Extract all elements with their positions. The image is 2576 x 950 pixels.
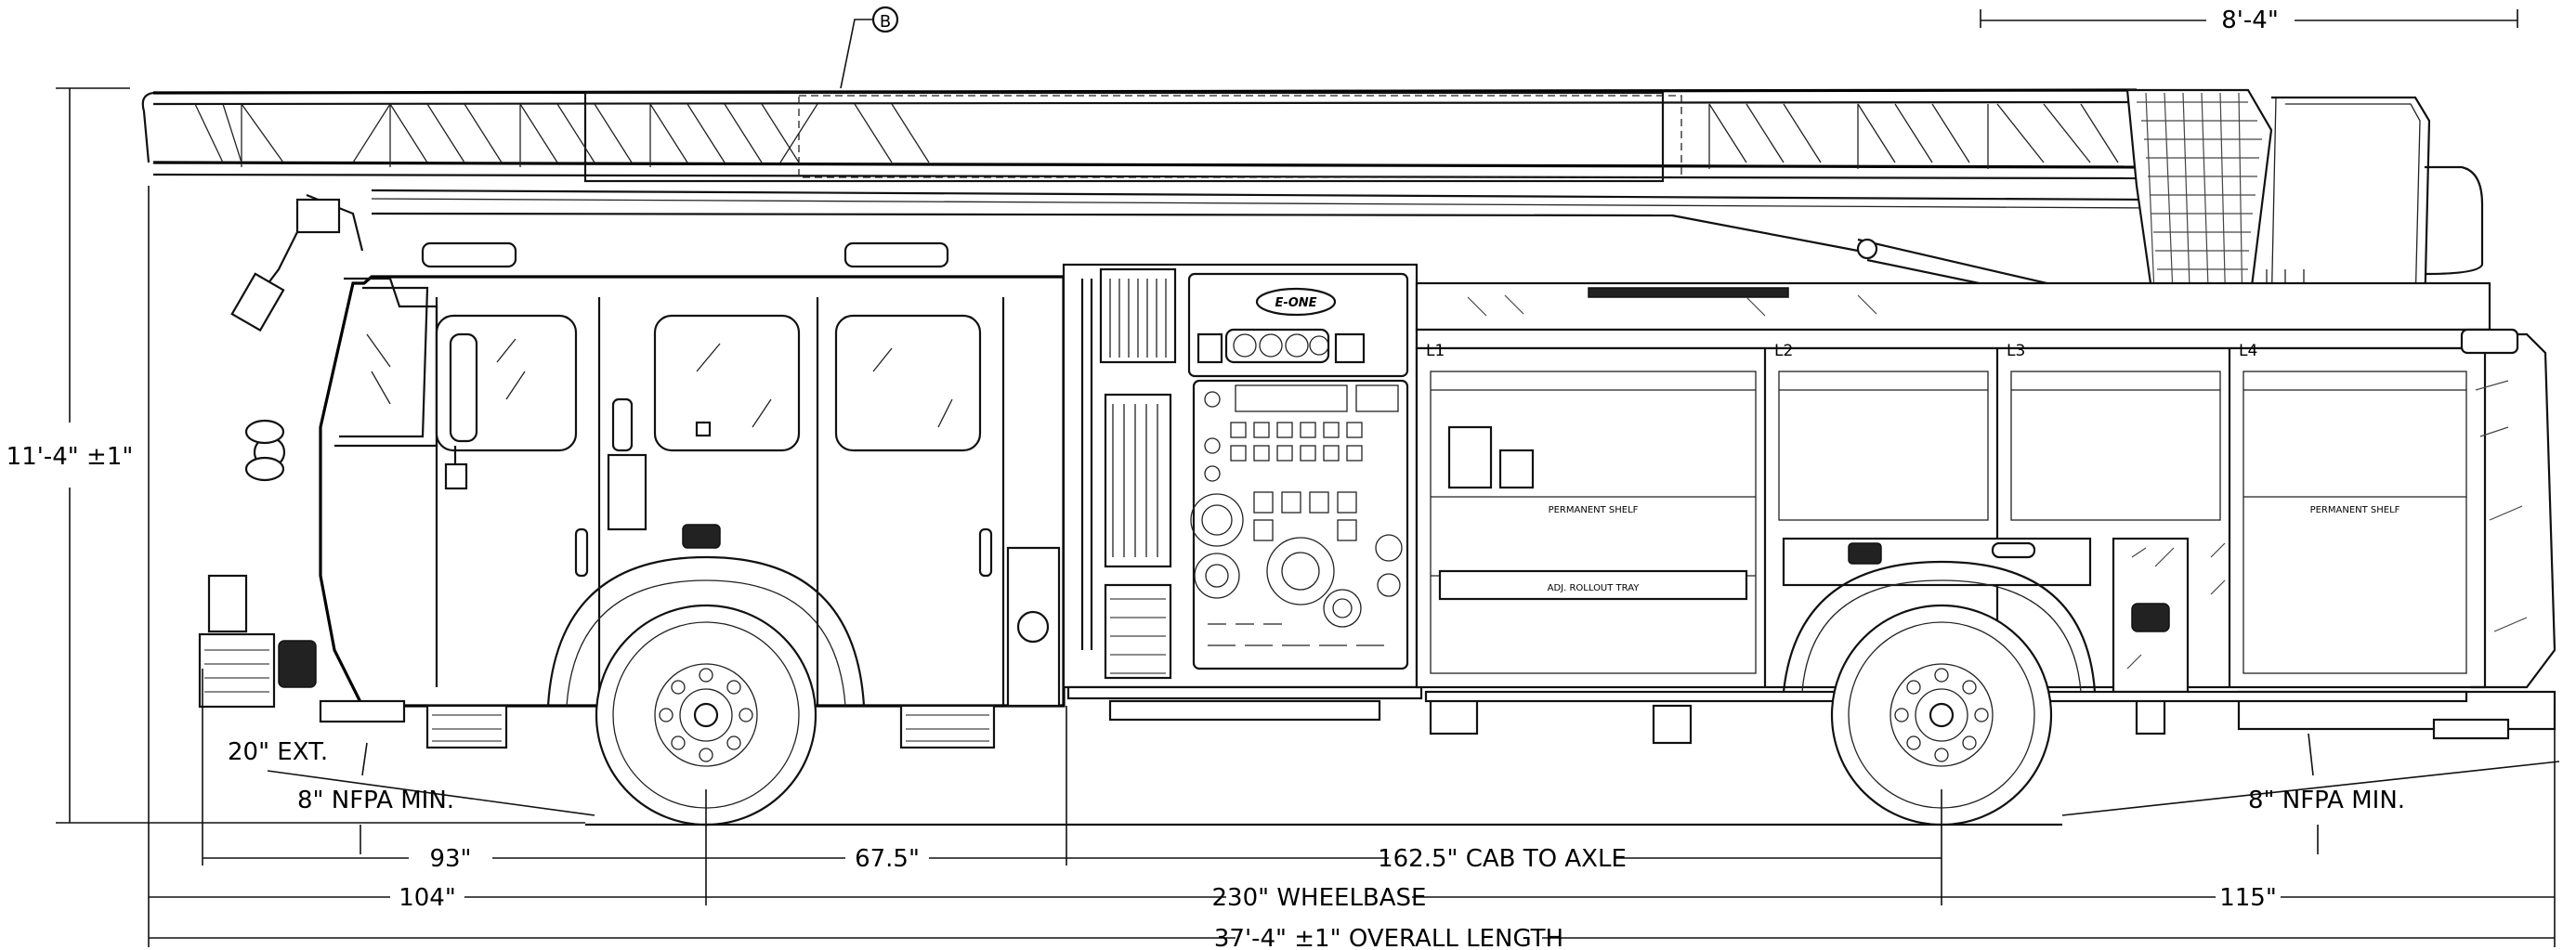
compartment-l4-label: L4	[2239, 342, 2257, 360]
tray-l1-label: ADJ. ROLLOUT TRAY	[1548, 583, 1641, 593]
compartment-l2-label: L2	[1774, 342, 1793, 360]
shelf-l4-label: PERMANENT SHELF	[2310, 505, 2400, 515]
shelf-l1-label: PERMANENT SHELF	[1549, 505, 1639, 515]
compartment-l3-label: L3	[2007, 342, 2025, 360]
rear-wheel	[1782, 560, 2097, 826]
dim-front-to-axle: 104"	[399, 884, 456, 912]
brand-logo-text: E-ONE	[1275, 296, 1316, 310]
callout-b-label: B	[880, 12, 891, 32]
dim-front-ext: 20" EXT.	[228, 738, 328, 766]
dim-front-overhang: 93"	[429, 845, 471, 873]
dim-top-width: 8'-4"	[2221, 7, 2279, 34]
dim-overall-length: 37'-4" ±1" OVERALL LENGTH	[1214, 925, 1563, 950]
dim-overall-height: 11'-4" ±1"	[7, 443, 134, 471]
cab	[198, 193, 1066, 749]
dim-cab-to-axle: 162.5" CAB TO AXLE	[1378, 845, 1627, 873]
compartment-l1-label: L1	[1426, 342, 1445, 360]
dimensions: B 8'-4" 11'-4" ±1" 20" EXT. 8" NFPA MIN.…	[7, 6, 2560, 950]
front-wheel	[546, 555, 866, 826]
aerial-ladder	[141, 88, 2484, 318]
dim-nfpa-rear: 8" NFPA MIN.	[2248, 787, 2405, 814]
dim-nfpa-front: 8" NFPA MIN.	[297, 787, 454, 814]
dim-axle-to-cab: 67.5"	[855, 845, 920, 873]
body-compartments: L1 L2 L3 L4 PERMANENT SHELF ADJ. ROLLOUT…	[1415, 281, 2556, 745]
dim-rear-overhang: 115"	[2219, 884, 2277, 912]
pump-panel: E-ONE	[1062, 263, 1423, 722]
dim-wheelbase: 230" WHEELBASE	[1211, 884, 1426, 912]
